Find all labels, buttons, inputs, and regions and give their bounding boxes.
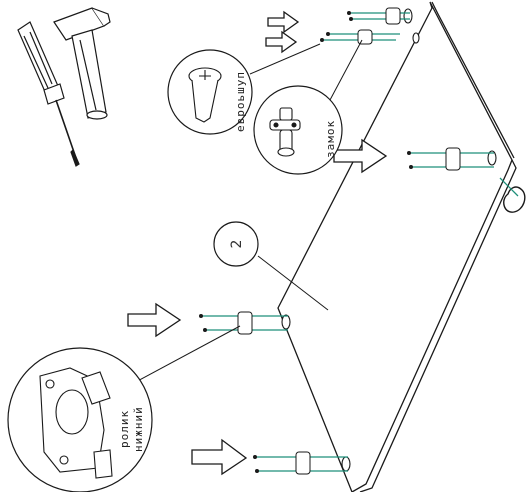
eurobolt-label: евроьшуп (234, 71, 247, 132)
roller-label-line2: нижний (132, 406, 145, 452)
part-number-callout: 2 (213, 221, 329, 311)
roller-label-line1: ролик (118, 410, 131, 448)
lock-callout: замок (253, 39, 363, 175)
hammer-icon (53, 7, 111, 120)
cam-lock-holes (281, 8, 497, 472)
screw-heads (199, 11, 413, 473)
screwdriver-icon (17, 21, 80, 167)
roller-icon (39, 367, 113, 479)
eurobolt-icon (188, 67, 222, 123)
lock-label: замок (324, 120, 337, 158)
eurobolt-callout: евроьшуп (167, 43, 321, 135)
push-arrow-icon (127, 10, 388, 476)
lock-icon (269, 107, 301, 157)
panel (277, 1, 517, 492)
side-loop (503, 186, 526, 213)
part-number: 2 (229, 240, 245, 249)
roller-callout: ролик нижний (7, 325, 241, 492)
